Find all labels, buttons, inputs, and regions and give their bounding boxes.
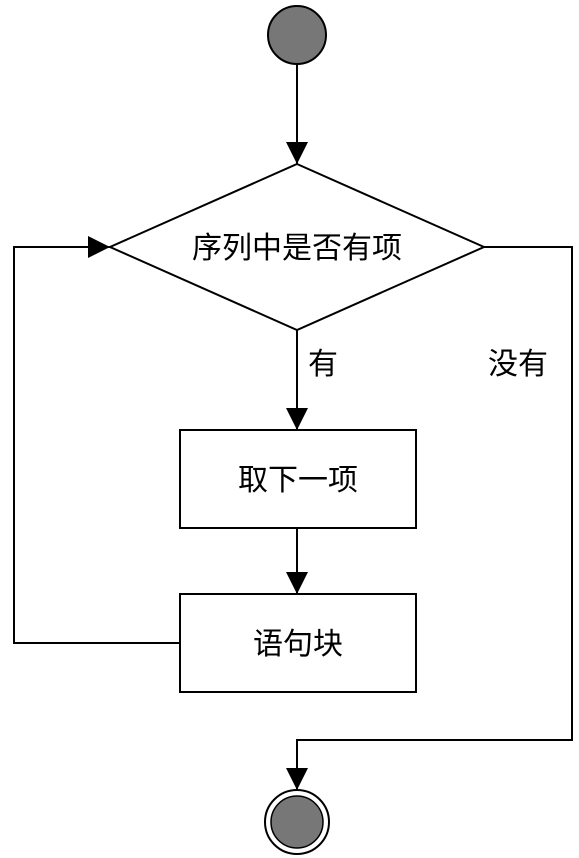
edge-no-label: 没有 [488, 347, 548, 382]
block-label: 语句块 [253, 627, 343, 662]
edge-yes-label: 有 [308, 347, 338, 382]
decision-label: 序列中是否有项 [192, 231, 402, 266]
start-node [267, 5, 327, 65]
block-node [179, 593, 417, 693]
end-node-inner [270, 795, 324, 849]
take-next-node [179, 429, 417, 529]
edge-no [286, 246, 573, 790]
take-next-label: 取下一项 [238, 463, 358, 498]
edge-loop-back [13, 236, 180, 644]
